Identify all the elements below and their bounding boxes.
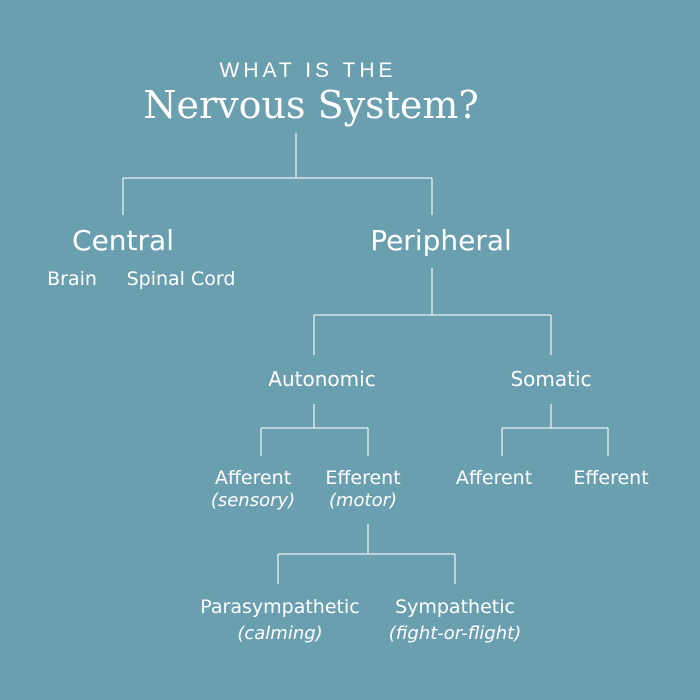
connector-title-to-branches [122, 133, 433, 215]
node-autonomic-efferent-note: (motor) [328, 490, 398, 511]
node-autonomic-afferent-note: (sensory) [210, 490, 296, 511]
node-autonomic-efferent: Efferent [325, 467, 401, 489]
node-sympathetic-note: (fight-or-flight) [388, 623, 522, 644]
node-central: Central [72, 224, 174, 257]
node-parasympathetic: Parasympathetic [200, 596, 360, 618]
node-autonomic: Autonomic [268, 367, 376, 391]
page-title: Nervous System? [143, 83, 479, 127]
connector-peripheral-to-branches [313, 268, 552, 355]
node-central-spinal-cord: Spinal Cord [126, 268, 236, 290]
node-parasympathetic-note: (calming) [237, 623, 323, 644]
connector-efferent-to-divisions [277, 524, 456, 584]
node-central-brain: Brain [47, 268, 97, 290]
connector-autonomic-to-branches [260, 404, 369, 456]
connector-somatic-to-branches [501, 404, 608, 456]
node-peripheral: Peripheral [370, 224, 512, 257]
node-somatic-afferent: Afferent [455, 467, 533, 489]
node-somatic: Somatic [510, 367, 592, 391]
node-autonomic-afferent: Afferent [214, 467, 292, 489]
node-sympathetic: Sympathetic [395, 596, 515, 618]
header-kicker: WHAT IS THE [219, 59, 397, 82]
node-somatic-efferent: Efferent [573, 467, 649, 489]
